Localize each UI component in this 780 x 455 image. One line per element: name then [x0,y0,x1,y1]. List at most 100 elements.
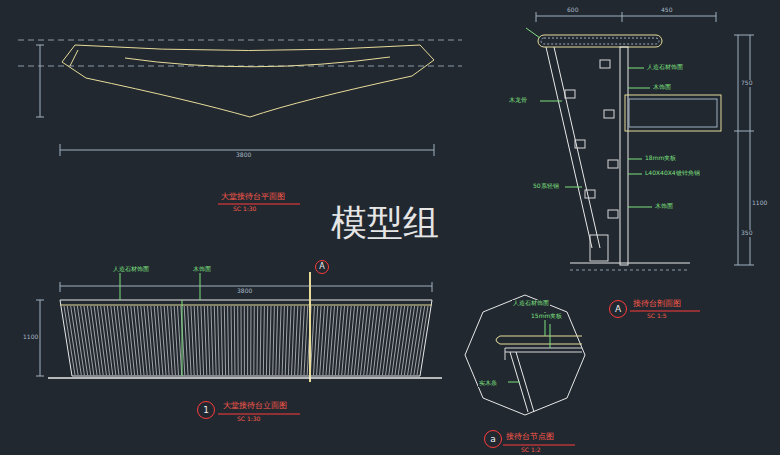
callout-circle: A [609,300,627,318]
wood-slat [364,306,372,375]
wood-slat [228,306,229,375]
drawing-label: 人造石材饰面 [112,266,150,273]
wood-slat [298,306,301,375]
wood-slat [244,306,245,375]
wood-slat [158,306,163,375]
drawing-label: 大堂接待台平面图 [220,193,286,202]
wood-slat [144,306,150,375]
wood-slat [241,306,242,375]
wood-slat [201,306,204,375]
wood-slat [301,306,305,375]
wood-slat [131,306,138,375]
drawing-label: 750 [740,80,753,87]
drawing-label: 600 [566,7,579,14]
drawing-label: SC 1:5 [646,313,668,320]
wood-slat [234,306,236,375]
drawing-label: 人造石材饰面 [646,64,684,71]
drawing-label: 1100 [22,334,39,341]
drawing-label: 木饰面 [192,266,212,273]
wood-slat [141,306,147,375]
wood-slat [367,306,375,375]
drawing-label: 木饰面 [652,84,672,91]
wood-slat [208,306,210,375]
wood-slat [351,306,358,375]
wood-slat [276,306,278,375]
section-view [526,12,754,311]
wood-slat [214,306,216,375]
wood-slat [250,306,251,375]
wood-slat [417,306,428,375]
plan-view [18,40,462,204]
wood-slat [148,306,154,375]
drawing-label: 1100 [751,200,768,207]
drawing-label: 50系轻钢 [532,183,560,190]
wood-slat [218,306,220,375]
wood-slat [247,306,248,375]
wood-slat [285,306,288,375]
drawing-label: 450 [660,7,673,14]
wood-slat [204,306,207,375]
wood-slat [329,306,334,375]
wood-slat [326,306,331,375]
wood-slat [260,306,262,375]
detail-view [465,295,585,445]
wood-slat [357,306,364,375]
drawing-label: 接待台剖面图 [632,300,682,309]
wood-slat [348,306,355,375]
wood-slat [211,306,213,375]
callout-number: 1 [203,406,209,415]
wood-slat [304,306,308,375]
drawing-label: 大堂接待台立面图 [222,402,288,411]
wood-slat [273,306,275,375]
wood-slat [178,306,182,375]
wood-slat [188,306,192,375]
wood-slat [411,306,422,375]
callout-circle: A [315,260,329,274]
drawing-label: SC 1:2 [520,447,542,454]
wood-slat [332,306,338,375]
wood-slat [127,306,134,375]
wood-slat [138,306,145,375]
wood-slat [64,306,75,375]
wood-slat [270,306,272,375]
wood-slat [335,306,341,375]
wood-slat [111,306,119,375]
drawing-label: 接待台节点图 [505,433,555,442]
drawing-label: 3800 [236,288,253,295]
drawing-label: 3800 [235,152,252,159]
wood-slat [257,306,259,375]
drawing-label: 15mm夹板 [530,313,563,320]
callout-number: A [615,305,621,314]
drawing-label: L40X40X4镀锌角钢 [644,170,701,177]
wood-slat [263,306,264,375]
callout-number: A [319,263,324,271]
wood-slat [71,306,82,375]
wood-slat [184,306,188,375]
wood-slat [339,306,345,375]
callout-number: a [490,435,496,444]
wood-slat [198,306,201,375]
wood-slat [266,306,267,375]
wood-slat [370,306,378,375]
wood-slat [253,306,255,375]
drawing-label: 木饰面 [654,203,674,210]
drawing-label: 实木条 [478,380,498,387]
wood-slat [124,306,131,375]
wood-slat [121,306,129,375]
watermark: 模型组 [330,203,440,243]
wood-slat [151,306,157,375]
elevation-view [36,272,442,414]
drawing-label: SC 1:30 [236,416,261,423]
wood-slat [67,306,78,375]
wood-slat [237,306,239,375]
wood-slat [224,306,225,375]
wood-slat [191,306,194,375]
wood-slat [181,306,185,375]
drawing-label: 350 [740,230,753,237]
wood-slat [221,306,223,375]
wood-slat [414,306,425,375]
callout-circle: a [484,430,502,448]
drawing-label: 木龙骨 [508,97,528,104]
wood-slat [342,306,348,375]
